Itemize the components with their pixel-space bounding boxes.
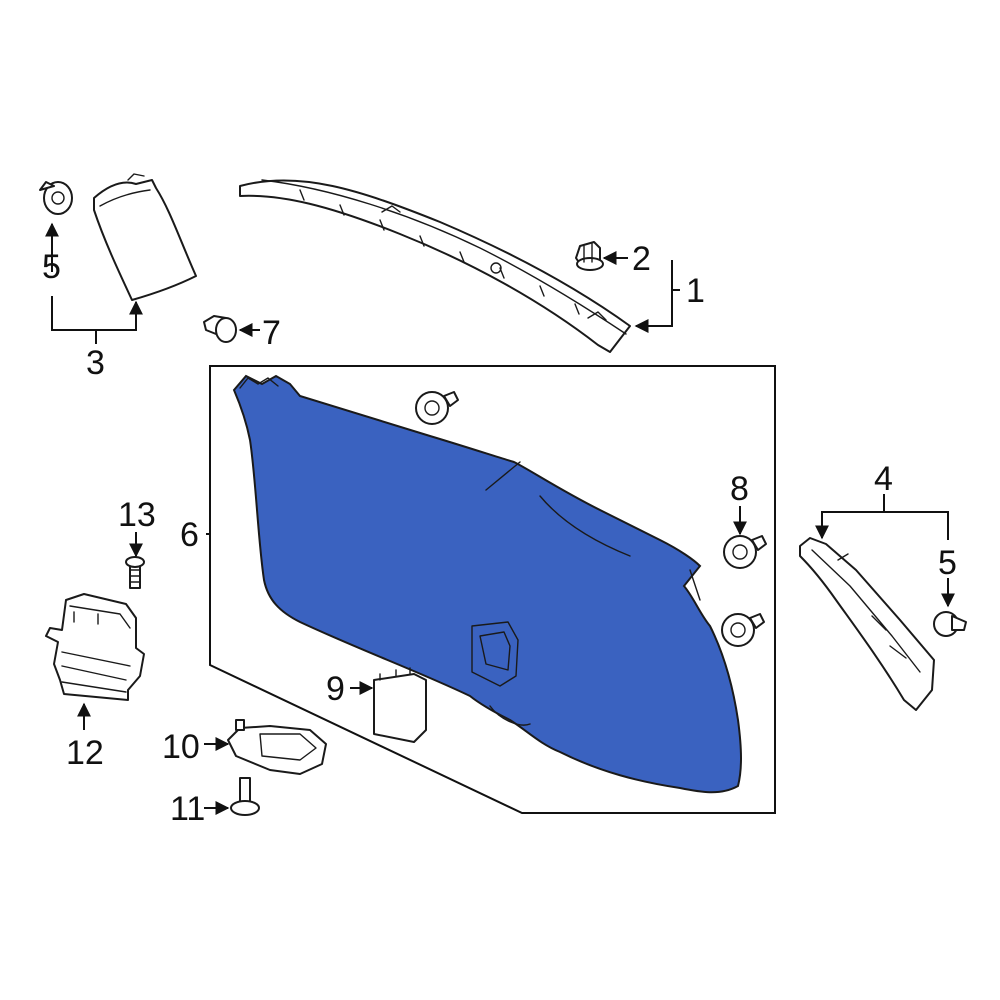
callout-4: 4 [874, 460, 893, 498]
trim-panel-frame [209, 365, 776, 814]
bolt-part-11 [230, 777, 260, 816]
latch-module-part-12 [45, 593, 145, 701]
clip-part-2 [575, 241, 604, 271]
upper-garnish-molding [239, 179, 631, 353]
clip-part-8-upper [723, 535, 767, 569]
callout-5-left: 5 [42, 248, 61, 286]
callout-1: 1 [686, 272, 705, 310]
callout-3: 3 [86, 344, 105, 382]
callout-7: 7 [262, 314, 281, 352]
callout-8: 8 [730, 470, 749, 508]
callout-6: 6 [180, 516, 199, 554]
cover-part-9 [373, 667, 427, 743]
clip-part-5-right [933, 611, 967, 637]
clip-part-8-lower [721, 613, 765, 647]
liftgate-trim-panel [232, 374, 742, 794]
callout-11: 11 [170, 790, 205, 828]
callout-9: 9 [326, 670, 345, 708]
clip-part-5-left [39, 181, 73, 215]
push-clip-part-7 [203, 315, 237, 343]
clip-part-8-top [415, 391, 459, 425]
callout-10: 10 [162, 728, 200, 766]
leader-lines [45, 222, 955, 815]
callout-13: 13 [118, 496, 156, 534]
callout-12: 12 [66, 734, 104, 772]
callout-5-right: 5 [938, 544, 957, 582]
side-trim-right [799, 537, 935, 711]
screw-part-13 [125, 556, 145, 589]
pillar-trim-left [93, 173, 197, 301]
callout-2: 2 [632, 240, 651, 278]
lamp-part-10 [227, 719, 327, 775]
